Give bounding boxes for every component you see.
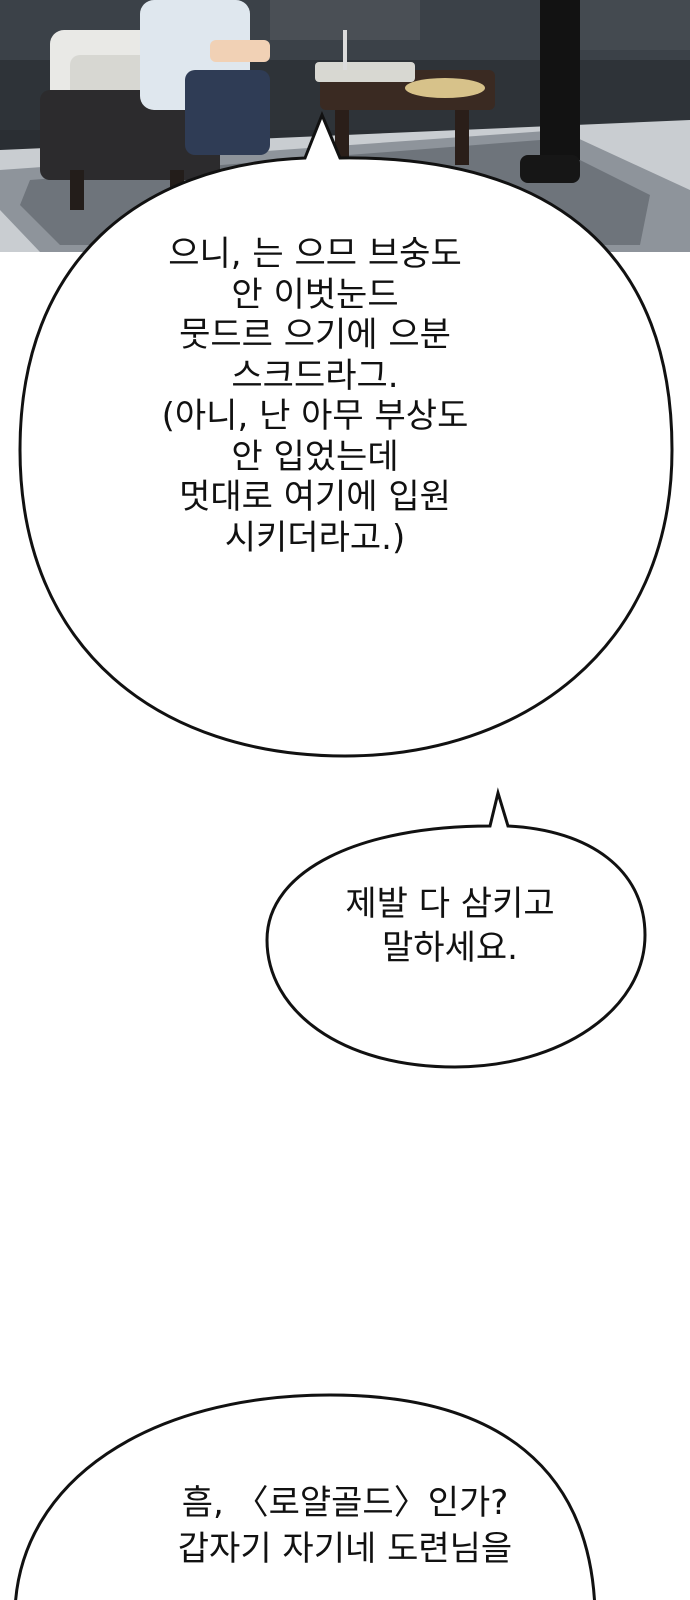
dialogue-line: 안 입었는데 <box>231 436 399 477</box>
dialogue-line: 제발 다 삼키고 <box>345 884 555 924</box>
speech-bubble-3-text: 흠, 〈로얄골드〉인가? 갑자기 자기네 도련님을 <box>60 1480 630 1572</box>
speech-bubble-1-text: 으니, 는 으므 브숭도 안 이벗눈드 뭇드르 으기에 으분 스크드라그. (아… <box>90 234 540 558</box>
speech-bubble-1 <box>18 111 674 758</box>
dialogue-line: 멋대로 여기에 입원 <box>179 477 451 517</box>
dialogue-line: 으니, 는 으므 브숭도 <box>168 234 462 274</box>
dialogue-line: 갑자기 자기네 도련님을 <box>177 1529 513 1569</box>
dialogue-line: 뭇드르 으기에 으분 <box>179 315 451 355</box>
dialogue-line: 말하세요. <box>382 928 518 968</box>
dialogue-line: 흠, 〈로얄골드〉인가? <box>181 1483 509 1523</box>
dialogue-line: (아니, 난 아무 부상도 <box>161 396 469 436</box>
dialogue-line: 스크드라그. <box>231 355 399 396</box>
speech-bubble-2-text: 제발 다 삼키고 말하세요. <box>280 882 620 970</box>
dialogue-line: 시키더라고.) <box>224 517 406 558</box>
dialogue-line: 안 이벗눈드 <box>231 274 399 315</box>
speech-bubble-3 <box>14 1393 596 1600</box>
speech-bubble-2 <box>265 787 647 1069</box>
